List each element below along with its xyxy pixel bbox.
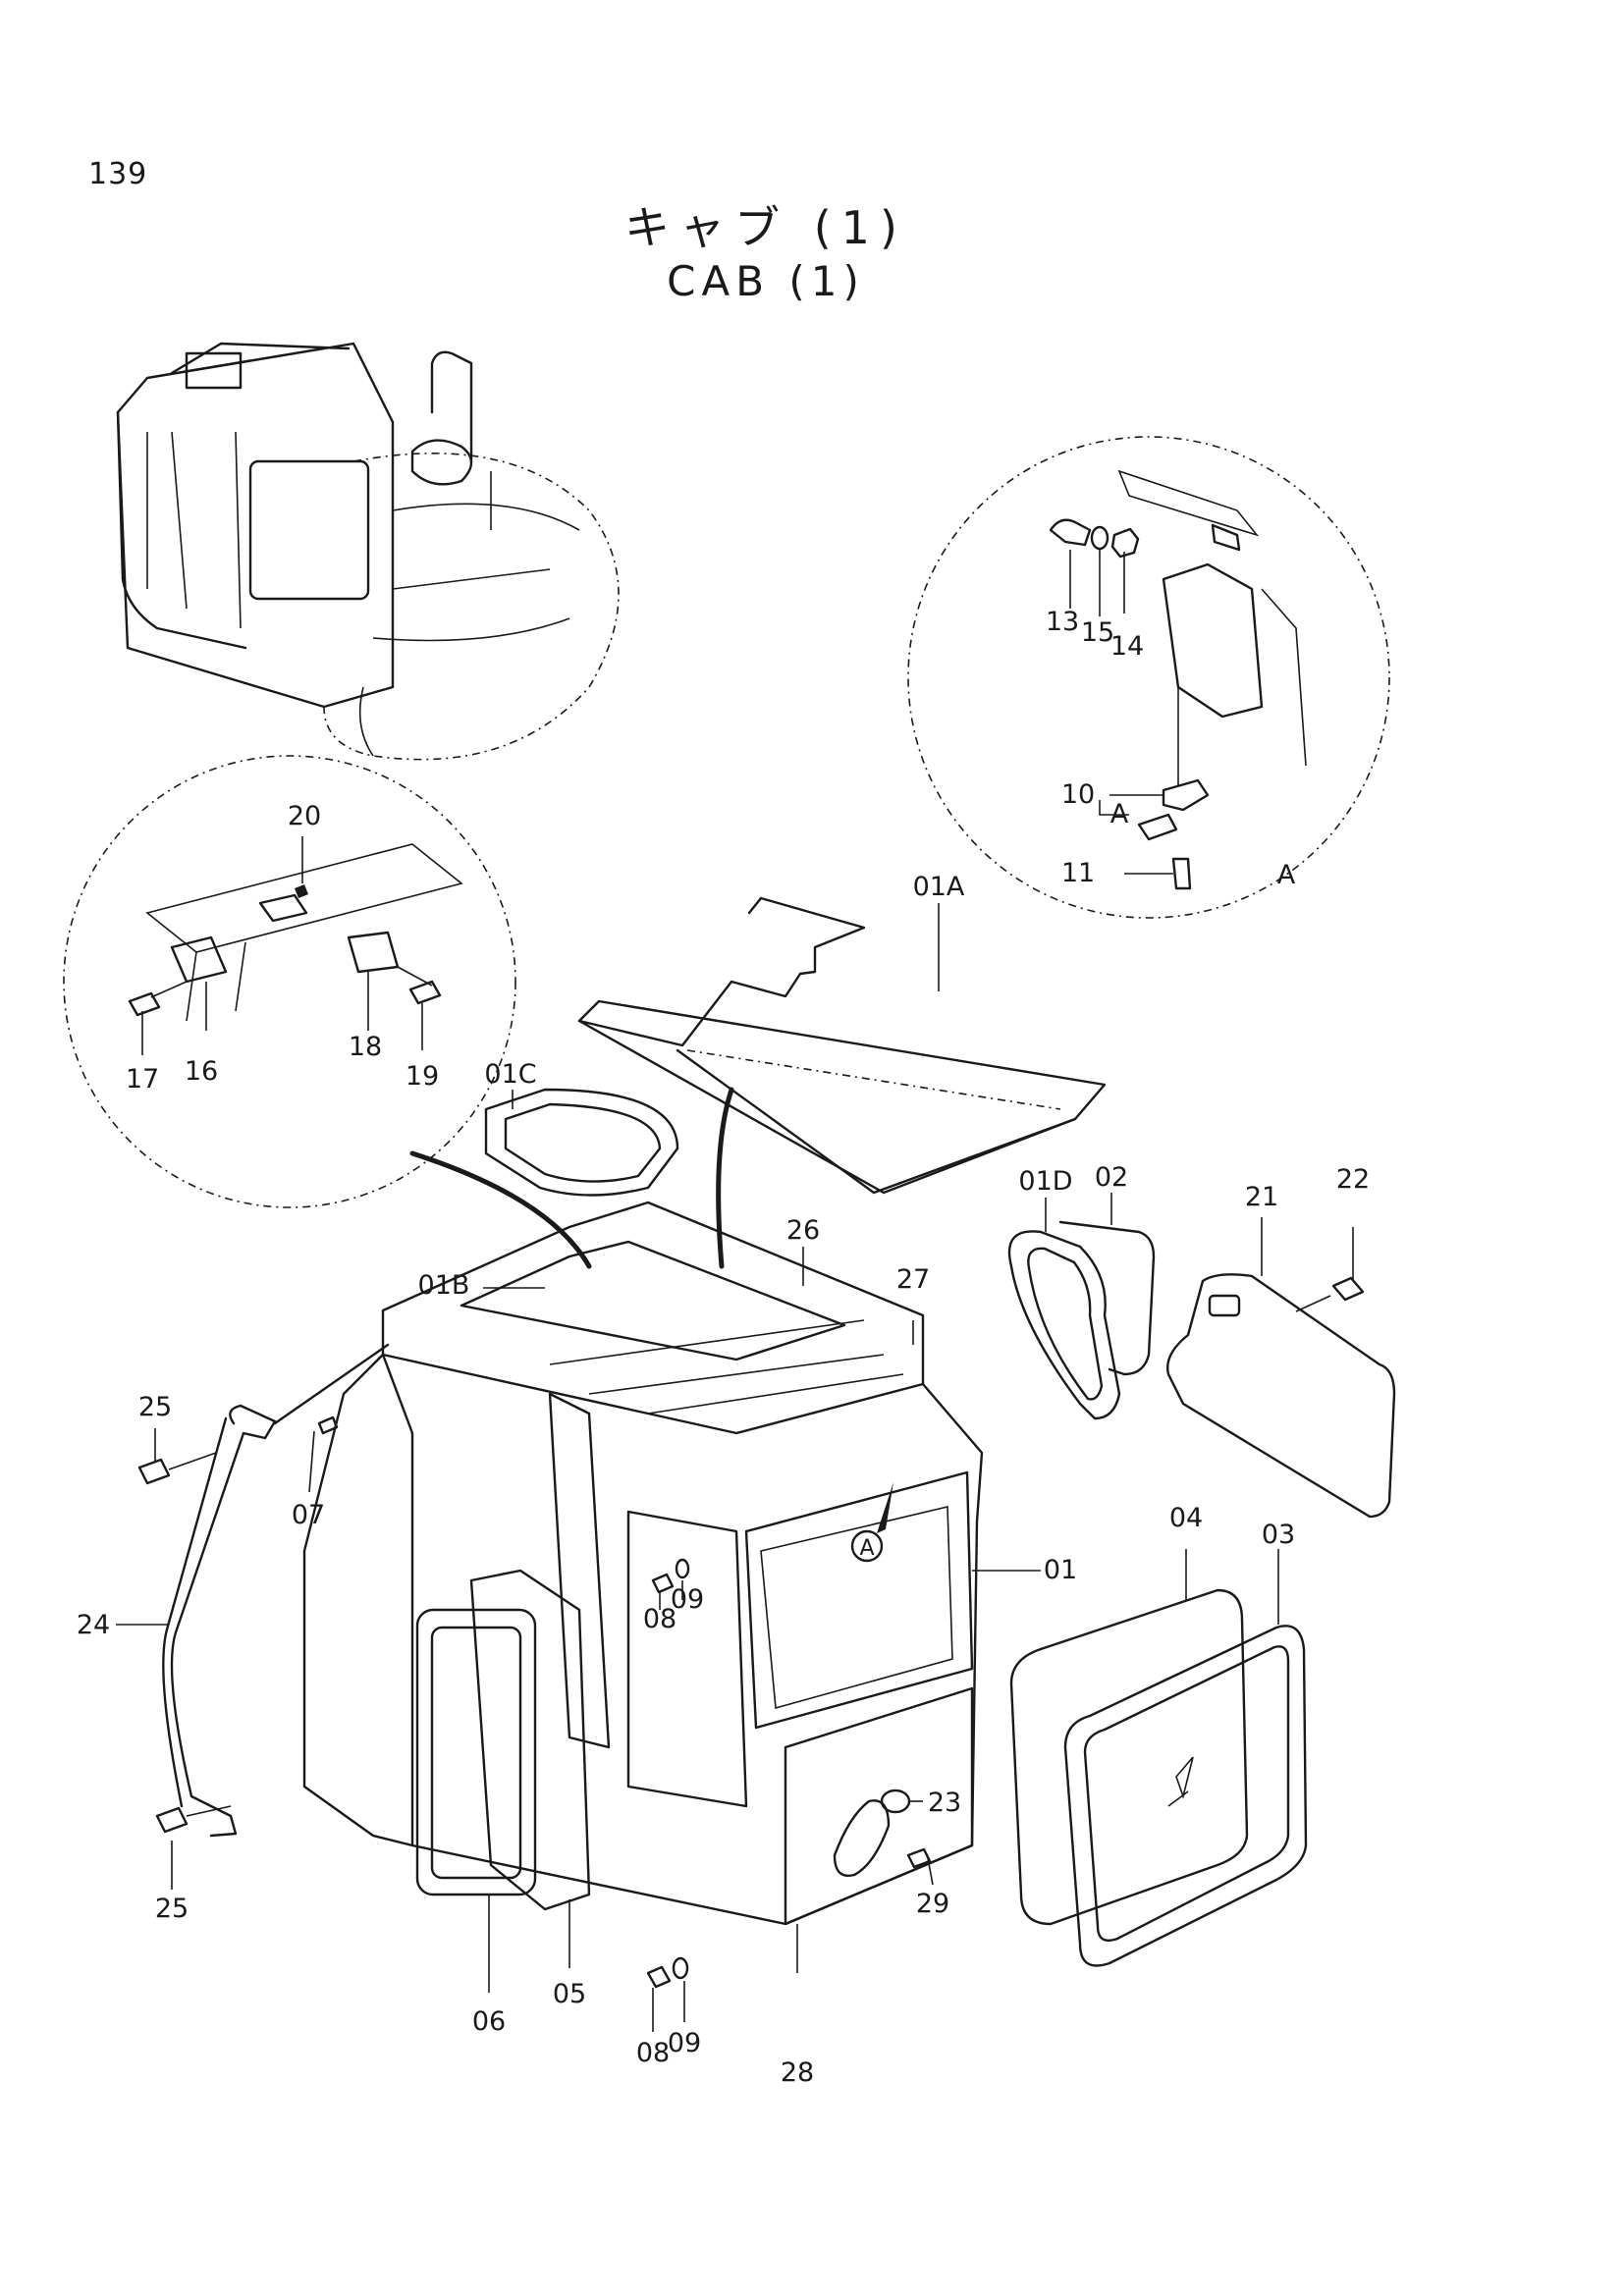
glass-04	[1009, 1588, 1249, 1926]
bolt-22	[1331, 1276, 1365, 1302]
glass-05	[469, 1569, 591, 1911]
cab-frame-01	[302, 1201, 1041, 1926]
roof-window-seal-01C	[484, 1087, 734, 1269]
bolt-29	[906, 1847, 932, 1869]
callout-18: 18	[349, 1032, 382, 1062]
callout-25-lower: 25	[155, 1894, 189, 1924]
detail-circle-left	[63, 755, 592, 1269]
pillar	[548, 1392, 611, 1749]
bolt-25-lower	[155, 1806, 189, 1834]
callout-16: 16	[185, 1056, 218, 1087]
nut-14	[1110, 527, 1140, 559]
washer-09-lower	[672, 1956, 689, 1980]
bolt-19	[408, 980, 442, 1005]
callout-21: 21	[1245, 1182, 1278, 1212]
seal-01D	[1007, 1230, 1121, 1420]
bracket-part	[347, 931, 400, 974]
detail-a-marker-cab: A	[859, 1536, 874, 1561]
callout-14: 14	[1110, 631, 1144, 662]
panel-21	[1166, 1217, 1396, 1519]
callout-01: 01	[1044, 1555, 1077, 1585]
callout-25-upper: 25	[138, 1392, 172, 1422]
detail-circle-a	[907, 436, 1390, 919]
callout-02: 02	[1095, 1162, 1128, 1193]
callout-11: 11	[1061, 858, 1095, 888]
bolt-07	[317, 1415, 339, 1435]
callout-26: 26	[786, 1215, 820, 1246]
callout-19: 19	[406, 1061, 439, 1092]
washer-09-upper	[675, 1558, 690, 1579]
bolt-17	[128, 991, 161, 1017]
grommet-23	[880, 1789, 911, 1814]
callout-23: 23	[928, 1788, 961, 1818]
callout-labels: 01A 01B 01C 01D 01 02 03 04 05 06 07 08 …	[77, 607, 1370, 2088]
callout-10: 10	[1061, 779, 1095, 810]
page-number: 139	[88, 157, 148, 191]
callout-01C: 01C	[484, 1059, 536, 1090]
callout-24: 24	[77, 1610, 110, 1640]
bolt-13	[1049, 518, 1092, 547]
callout-15: 15	[1081, 617, 1114, 648]
detail-a-marker-outer: A	[1277, 860, 1296, 890]
diagram-title-english: CAB (1)	[667, 257, 865, 305]
callout-05: 05	[553, 1979, 586, 2009]
bolt-08-upper	[651, 1573, 675, 1594]
callout-28: 28	[781, 2057, 814, 2088]
callout-09-lower: 09	[668, 2028, 701, 2058]
callout-01A: 01A	[913, 872, 965, 902]
small-fasteners	[646, 1558, 934, 2032]
callout-13: 13	[1046, 607, 1079, 637]
detail-a-marker-inner: A	[1110, 799, 1129, 829]
callout-01B: 01B	[418, 1270, 470, 1301]
bolt-11	[1171, 857, 1192, 890]
callout-17: 17	[126, 1064, 159, 1095]
bolt-25-upper	[137, 1458, 171, 1485]
callout-20: 20	[288, 801, 321, 831]
callout-06: 06	[472, 2006, 506, 2037]
machine-overview-illustration	[116, 342, 620, 761]
rear-window-03-04	[1009, 1549, 1308, 1967]
callout-04: 04	[1169, 1503, 1203, 1533]
seal-03	[1063, 1625, 1308, 1967]
callout-07: 07	[292, 1500, 325, 1530]
callout-08-upper: 08	[643, 1604, 676, 1634]
washer-15	[1090, 525, 1109, 551]
front-window-01D-02	[1007, 1193, 1156, 1420]
callout-29: 29	[916, 1889, 949, 1919]
callout-27: 27	[896, 1264, 930, 1295]
callout-22: 22	[1336, 1164, 1370, 1195]
nut-20	[295, 884, 308, 898]
seal-06	[415, 1608, 537, 1896]
callout-08-lower: 08	[636, 2038, 670, 2068]
roof-panel-01A	[577, 896, 1107, 1195]
callout-09-upper: 09	[671, 1584, 704, 1615]
bolt-08-lower	[646, 1965, 672, 1989]
bracket-10	[1162, 778, 1210, 812]
side-window-05-06	[415, 1569, 591, 1993]
diagram-title-japanese: キャブ (1)	[624, 201, 907, 254]
callout-01D: 01D	[1018, 1166, 1072, 1197]
callout-03: 03	[1262, 1520, 1295, 1550]
handrail-24	[116, 1343, 390, 1890]
detail-a-callout-circle	[850, 1529, 884, 1563]
bracket-part	[170, 935, 228, 984]
